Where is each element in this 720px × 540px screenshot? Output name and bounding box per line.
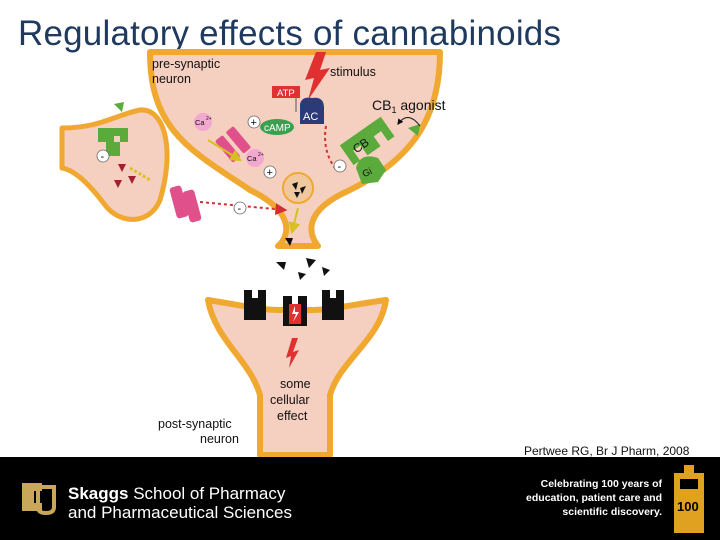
adjacent-vesicle-content: [114, 164, 136, 188]
cb1-receptor: [339, 116, 395, 166]
cb1-agonist-label: CB1 agonist: [372, 97, 446, 115]
release-arrow: [288, 207, 301, 235]
adjacent-neuron: [59, 107, 170, 222]
post-synaptic-label-line1: post-synaptic: [158, 417, 232, 431]
cb1-agonist-arrow: [397, 117, 421, 127]
post-synaptic-neuron: [205, 297, 389, 457]
atp-label: ATP: [277, 88, 295, 99]
minus-label-3: -: [101, 151, 105, 163]
camp-ellipse: [260, 119, 294, 135]
slide-title: Regulatory effects of cannabinoids: [18, 14, 562, 53]
cannabinoid-synapse-diagram: pre-synaptic neuron post-synaptic neuron…: [59, 49, 446, 457]
ca-label-1: Ca: [195, 118, 205, 127]
minus-label-1: -: [238, 203, 242, 215]
plus-label-2: +: [267, 167, 273, 179]
effect-line-1: some: [280, 377, 311, 391]
gi-label: Gi: [361, 166, 374, 180]
adjacent-signal-line: [129, 166, 151, 182]
centennial-line-3: scientific discovery.: [562, 506, 662, 518]
ion-channel-lateral: [169, 185, 202, 223]
vesicle-content: [292, 182, 306, 198]
minus-label-2: -: [338, 161, 342, 173]
effect-bolt-icon: [286, 338, 299, 368]
pre-synaptic-label-line1: pre-synaptic: [152, 57, 220, 71]
cu-logo-icon: [22, 483, 56, 516]
camp-label: cAMP: [264, 123, 291, 134]
centennial-line-1: Celebrating 100 years of: [540, 478, 662, 490]
synaptic-vesicle: [282, 172, 314, 204]
active-receptor-bolt-icon: [292, 306, 299, 322]
ca-label-2: Ca: [247, 154, 257, 163]
adenylate-cyclase: [300, 97, 324, 124]
plus-label-1: +: [251, 117, 257, 129]
ca-ion-1: [194, 113, 212, 131]
minus-marker-3: [96, 149, 110, 163]
pre-synaptic-neuron: [147, 49, 443, 249]
pre-synaptic-label-line2: neuron: [152, 72, 191, 86]
released-neurotransmitter: [276, 238, 330, 280]
school-name-line2: and Pharmaceutical Sciences: [68, 503, 292, 522]
school-name-bold: Skaggs: [68, 484, 129, 503]
centennial-badge-icon: 100: [674, 465, 704, 533]
stimulus-label: stimulus: [330, 65, 376, 79]
footer-bar: Skaggs School of Pharmacy and Pharmaceut…: [0, 457, 720, 540]
adjacent-ligand: [114, 102, 124, 112]
ca-ion-2: [246, 149, 264, 167]
ca-sup-2: 2+: [258, 152, 264, 158]
plus-marker-1: [247, 115, 261, 129]
effect-line-2: cellular: [270, 393, 310, 407]
channel-arrow: [207, 139, 243, 162]
stimulus-bolt-icon: [305, 52, 330, 100]
minus-marker-2: [333, 159, 347, 173]
ca-sup-1: 2+: [206, 116, 212, 122]
plus-marker-2: [263, 165, 277, 179]
centennial-text: Celebrating 100 years of education, pati…: [526, 477, 662, 519]
adjacent-receptor: [98, 128, 128, 156]
postsynaptic-receptor-right: [322, 290, 344, 320]
atp-box: [272, 86, 300, 98]
centennial-line-2: education, patient care and: [526, 492, 662, 504]
postsynaptic-receptor-left: [244, 290, 266, 320]
post-synaptic-label-line2: neuron: [200, 432, 239, 446]
effect-line-3: effect: [277, 409, 308, 423]
minus-marker-1: [233, 201, 247, 215]
school-name-line1: Skaggs School of Pharmacy: [68, 484, 285, 504]
badge-number: 100: [677, 499, 699, 514]
school-name-rest: School of Pharmacy: [128, 484, 286, 503]
ac-label: AC: [303, 111, 318, 123]
citation: Pertwee RG, Br J Pharm, 2008: [524, 444, 690, 458]
cb1-agonist-ligand: [408, 124, 420, 136]
gi-protein: [356, 156, 386, 184]
